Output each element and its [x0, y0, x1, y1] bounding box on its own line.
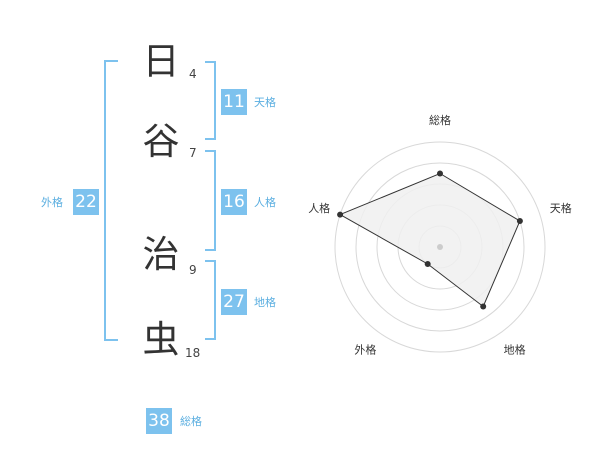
stroke-count-4: 18 — [185, 346, 201, 360]
radar-point-3 — [480, 303, 487, 310]
jinkaku-bracket — [205, 150, 216, 251]
radar-axis-label-5: 人格 — [308, 201, 330, 215]
name-char-2: 谷 — [142, 120, 180, 163]
radar-axis-label-4: 外格 — [354, 343, 376, 357]
jinkaku-value-badge: 16 — [221, 189, 247, 215]
chikaku-bracket — [205, 260, 216, 340]
stroke-count-1: 4 — [189, 67, 197, 81]
radar-axis-label-3: 地格 — [504, 343, 526, 357]
chikaku-label: 地格 — [254, 296, 276, 309]
soukaku-value-badge: 38 — [146, 408, 172, 434]
radar-ring-5 — [334, 141, 546, 353]
gaikaku-value-badge: 22 — [73, 189, 99, 215]
name-char-4: 虫 — [142, 318, 180, 361]
gaikaku-bracket — [104, 60, 118, 341]
name-char-1: 日 — [142, 40, 180, 83]
radar-point-2 — [516, 218, 523, 224]
radar-point-5 — [337, 211, 344, 218]
radar-data-polygon — [338, 172, 521, 308]
jinkaku-label: 人格 — [254, 196, 276, 209]
stroke-count-3: 9 — [189, 263, 197, 277]
radar-center-dot — [437, 244, 443, 250]
gaikaku-label: 外格 — [41, 196, 63, 209]
tenkaku-value-badge: 11 — [221, 89, 247, 115]
soukaku-label: 総格 — [180, 415, 202, 428]
radar-axis-label-1: 総格 — [429, 113, 451, 127]
radar-axis-label-2: 天格 — [550, 201, 572, 215]
radar-point-4 — [424, 261, 431, 267]
stroke-count-2: 7 — [189, 146, 197, 160]
tenkaku-bracket — [205, 61, 216, 140]
chikaku-value-badge: 27 — [221, 289, 247, 315]
radar-ring-4 — [355, 162, 525, 332]
radar-point-1 — [437, 170, 443, 177]
tenkaku-label: 天格 — [254, 96, 276, 109]
name-char-3: 治 — [142, 233, 180, 276]
